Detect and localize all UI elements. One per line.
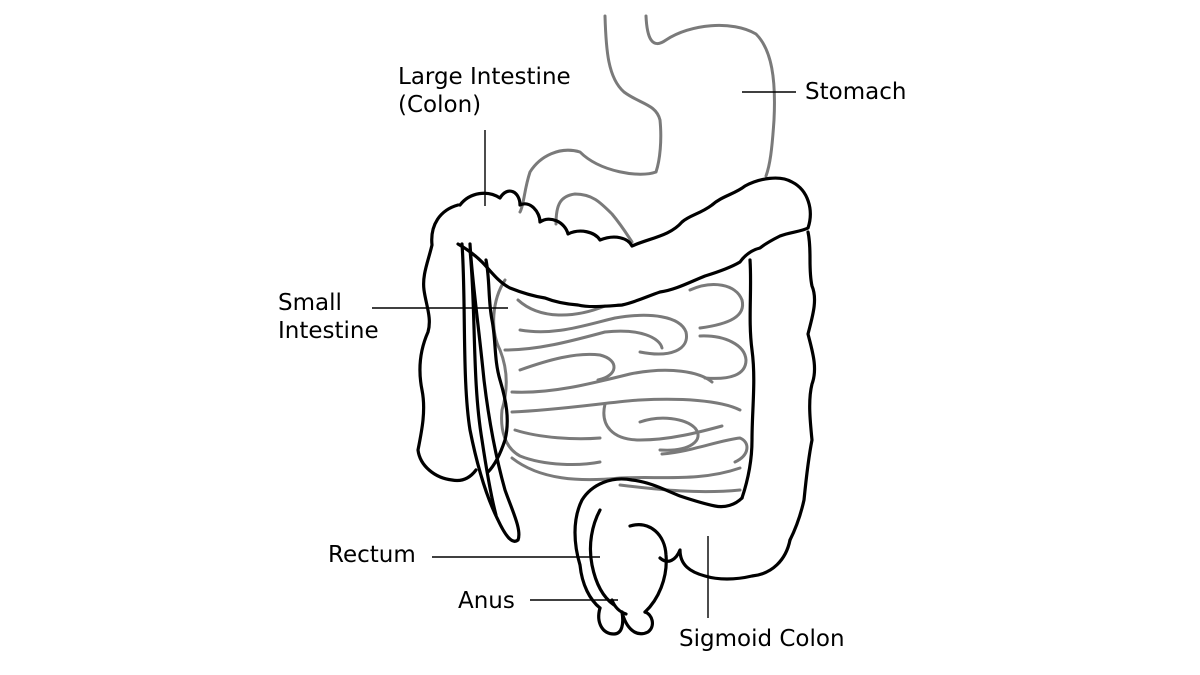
stomach-shape [520,16,774,242]
label-sigmoid-colon: Sigmoid Colon [679,625,845,653]
label-rectum: Rectum [328,541,416,569]
label-large-intestine-line-2: (Colon) [398,91,571,119]
label-small-intestine-line-1: Small [278,289,379,317]
label-large-intestine: Large Intestine (Colon) [398,63,571,119]
small-intestine-coils [494,280,747,492]
label-stomach: Stomach [805,78,906,106]
transverse-colon [458,178,810,307]
label-small-intestine: Small Intestine [278,289,379,345]
label-large-intestine-line-1: Large Intestine [398,63,571,91]
sigmoid-colon-and-rectum [575,479,790,634]
label-small-intestine-line-2: Intestine [278,317,379,345]
descending-colon [742,232,815,540]
ascending-colon [418,205,519,541]
label-anus: Anus [458,587,515,615]
